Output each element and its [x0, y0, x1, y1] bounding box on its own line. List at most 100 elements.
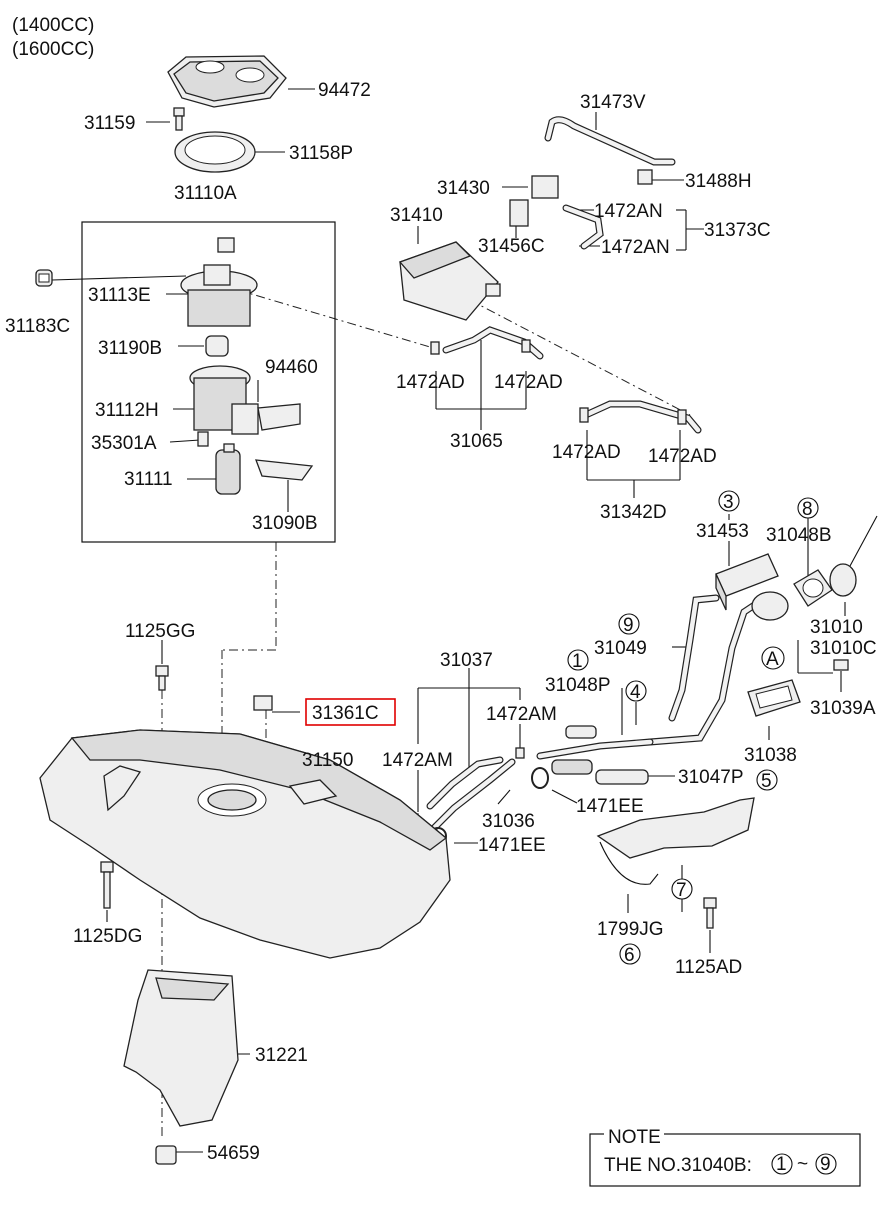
hose-31036 [428, 758, 516, 834]
label-31410: 31410 [390, 205, 443, 226]
fuel-tank-31150 [39, 729, 451, 959]
label-94472: 94472 [318, 80, 371, 101]
hose-31047P [551, 759, 649, 785]
callout-8: 8 [802, 499, 813, 520]
pump-motor-31111 [215, 443, 241, 495]
hose-31037 [426, 756, 504, 810]
label-1125DG: 1125DG [73, 926, 142, 947]
label-31430: 31430 [437, 178, 490, 199]
label-1471EE-upper: 1471EE [576, 796, 644, 817]
label-31110A: 31110A [174, 183, 237, 204]
callouts: 3 8 9 1 4 A 5 7 6 [567, 490, 819, 966]
label-31111: 31111 [124, 469, 173, 490]
label-31159: 31159 [84, 113, 135, 134]
label-1472AM-left: 1472AM [382, 750, 453, 771]
label-54659: 54659 [207, 1143, 260, 1164]
label-1472AM-right: 1472AM [486, 704, 557, 725]
label-31473V: 31473V [580, 92, 646, 113]
lock-ring-31158P [174, 131, 256, 173]
label-1472AN-upper: 1472AN [594, 201, 663, 222]
label-31010C: 31010C [810, 638, 877, 659]
pump-flange-31113E [180, 237, 258, 327]
callout-4: 4 [630, 682, 641, 703]
label-31010: 31010 [810, 617, 863, 638]
callout-A: A [766, 649, 779, 670]
leader-lines [51, 88, 846, 1153]
label-31049: 31049 [594, 638, 647, 659]
label-31488H: 31488H [685, 171, 752, 192]
label-94460: 94460 [265, 357, 318, 378]
engine-variant-1400: (1400CC) [12, 15, 94, 36]
breather-hose-31049 [668, 594, 720, 722]
clip-31361C [253, 695, 273, 711]
label-1125AD: 1125AD [675, 957, 742, 978]
filler-neck-31049 [646, 591, 789, 746]
strainer-31090B [255, 459, 314, 481]
label-1472AD-b: 1472AD [494, 372, 563, 393]
bolt-1125DG [100, 861, 114, 909]
label-31183C: 31183C [5, 316, 70, 337]
fuel-cap-31010 [829, 515, 878, 597]
label-31090B: 31090B [252, 513, 318, 534]
callout-5: 5 [761, 771, 772, 792]
label-31065: 31065 [450, 431, 503, 452]
label-1471EE-lower: 1471EE [478, 835, 546, 856]
pump-body-31112H [189, 365, 259, 435]
canister-31410 [398, 241, 501, 321]
label-31047P: 31047P [678, 767, 744, 788]
label-31361C: 31361C [312, 703, 379, 724]
label-31221: 31221 [255, 1045, 308, 1066]
label-31048B: 31048B [766, 525, 832, 546]
sender-94460 [257, 403, 301, 431]
label-31036: 31036 [482, 811, 535, 832]
bolt-1125AD [703, 897, 717, 929]
label-1472AD-a: 1472AD [396, 372, 465, 393]
nut-54659 [155, 1145, 177, 1165]
label-31453: 31453 [696, 521, 749, 542]
hose-31048P [565, 725, 597, 739]
callout-1: 1 [572, 651, 583, 672]
label-1472AD-c: 1472AD [552, 442, 621, 463]
label-31373C: 31373C [704, 220, 771, 241]
label-1125GG: 1125GG [125, 621, 195, 642]
strap-1799JG [599, 841, 659, 885]
label-31342D: 31342D [600, 502, 667, 523]
callout-7: 7 [676, 880, 687, 901]
note-title: NOTE [608, 1127, 661, 1148]
gasket-31048B [793, 569, 833, 607]
callout-3: 3 [723, 492, 734, 513]
label-1472AD-d: 1472AD [648, 446, 717, 467]
valve-31430 [531, 175, 559, 199]
connector-31488H [637, 169, 653, 185]
callout-9: 9 [623, 615, 634, 636]
hose-31342D [579, 400, 702, 434]
filter-31190B [205, 335, 229, 357]
label-35301A: 35301A [91, 433, 157, 454]
engine-variant-1600: (1600CC) [12, 39, 94, 60]
bolt-1125GG [155, 665, 169, 691]
label-31150: 31150 [302, 750, 353, 771]
note-box: NOTE THE NO.31040B: 1 ~ 9 [589, 1126, 861, 1187]
note-range-sep: ~ [797, 1154, 808, 1175]
label-31048P: 31048P [545, 675, 611, 696]
sensor-35301A [197, 431, 209, 447]
callout-6: 6 [624, 945, 635, 966]
grommet-31183C [35, 269, 53, 287]
pump-assembly-box [81, 221, 336, 543]
filler-box-31453 [715, 553, 779, 611]
label-31113E: 31113E [88, 285, 151, 306]
bolt-31039A [833, 659, 849, 671]
label-31112H: 31112H [95, 400, 159, 421]
label-1799JG: 1799JG [597, 919, 664, 940]
label-31037: 31037 [440, 650, 493, 671]
heat-shield-31221 [123, 969, 239, 1127]
vent-hose-31473V [544, 116, 676, 166]
bolt-31159 [173, 107, 185, 131]
filler-pipe-4 [536, 738, 654, 760]
note-range-end: 9 [820, 1154, 831, 1175]
bracket-7 [596, 797, 755, 859]
pump-cover-94472 [167, 55, 287, 108]
note-range-start: 1 [776, 1154, 787, 1175]
hose-31373C [562, 204, 604, 250]
